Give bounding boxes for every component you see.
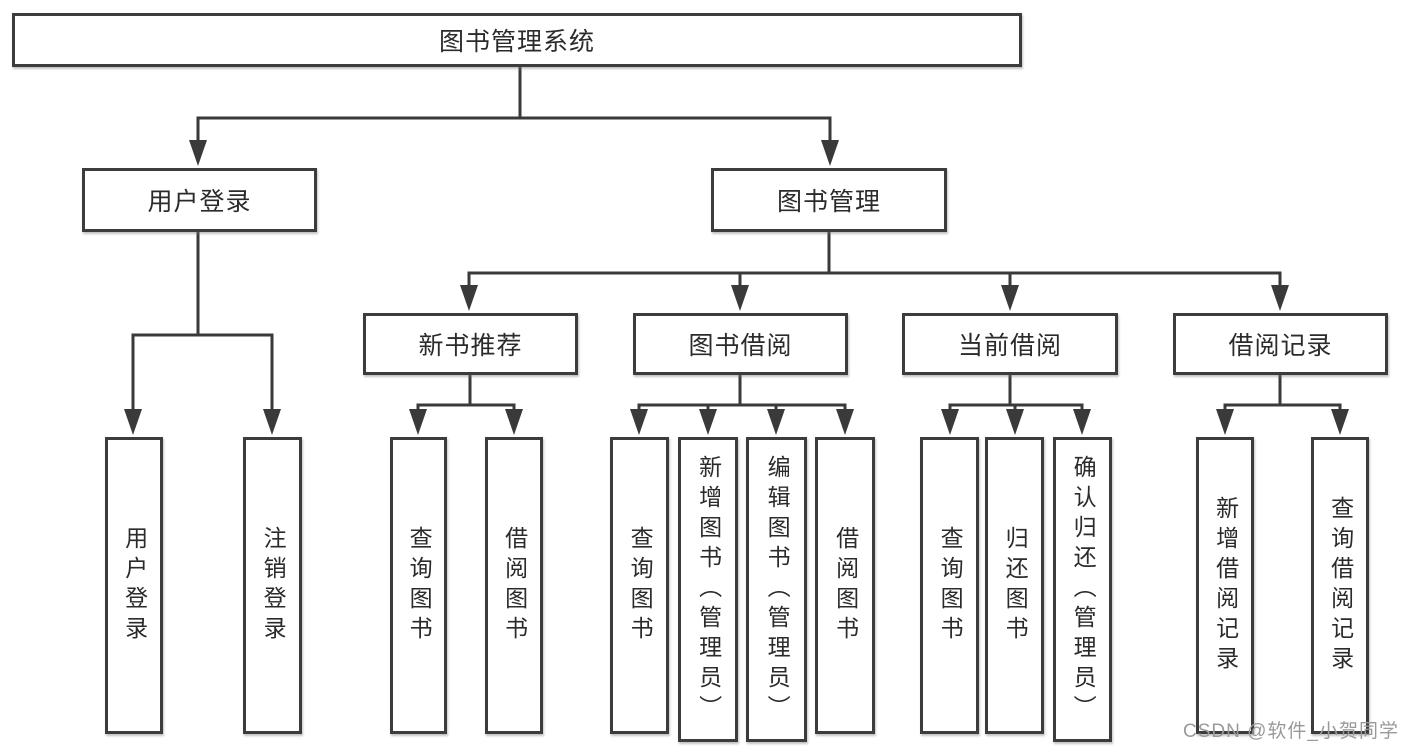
leaf-return-books: 归还图书 (985, 437, 1044, 734)
leaf-borrow-books-label: 借阅图书 (832, 525, 859, 646)
leaf-user-login-label: 用户登录 (121, 525, 148, 646)
leaf-query-books-borrow-label: 查询图书 (627, 525, 654, 646)
node-new-book-recommend-label: 新书推荐 (418, 332, 523, 360)
leaf-query-books-current: 查询图书 (920, 437, 979, 734)
connector-current-children (941, 375, 1091, 435)
node-user-login-label: 用户登录 (147, 188, 252, 216)
leaf-add-books-admin: 新增图书（管理员） (678, 437, 738, 742)
leaf-query-borrow-record: 查询借阅记录 (1311, 437, 1369, 734)
leaf-edit-books-admin-label: 编辑图书（管理员） (764, 454, 791, 725)
leaf-add-borrow-record-label: 新增借阅记录 (1212, 495, 1239, 676)
leaf-logout-label: 注销登录 (260, 525, 287, 646)
node-borrow-record-label: 借阅记录 (1228, 332, 1333, 360)
node-book-management-label: 图书管理 (776, 188, 881, 216)
leaf-logout: 注销登录 (243, 437, 302, 734)
leaf-query-books-current-label: 查询图书 (937, 525, 964, 646)
node-book-borrow-label: 图书借阅 (688, 332, 793, 360)
leaf-edit-books-admin: 编辑图书（管理员） (746, 437, 807, 742)
leaf-query-books-recommend: 查询图书 (390, 437, 447, 734)
node-book-borrow: 图书借阅 (633, 313, 848, 375)
leaf-add-books-admin-label: 新增图书（管理员） (695, 454, 722, 725)
node-book-management: 图书管理 (711, 168, 947, 232)
leaf-return-books-label: 归还图书 (1002, 525, 1029, 646)
node-user-login: 用户登录 (82, 168, 317, 232)
node-root-label: 图书管理系统 (438, 28, 595, 56)
node-borrow-record: 借阅记录 (1173, 313, 1388, 375)
leaf-query-borrow-record-label: 查询借阅记录 (1327, 495, 1354, 676)
connector-new-book-children (409, 375, 523, 435)
connector-record-children (1216, 375, 1349, 435)
connector-book-mgmt-to-level3 (460, 232, 1289, 311)
leaf-borrow-books-recommend: 借阅图书 (485, 437, 543, 734)
node-current-borrow-label: 当前借阅 (957, 332, 1062, 360)
connector-root-to-level2 (189, 67, 839, 166)
leaf-add-borrow-record: 新增借阅记录 (1196, 437, 1254, 734)
leaf-borrow-books: 借阅图书 (815, 437, 875, 734)
leaf-user-login: 用户登录 (105, 437, 163, 734)
node-current-borrow: 当前借阅 (902, 313, 1118, 375)
connector-user-login-children (124, 232, 281, 435)
leaf-query-books-borrow: 查询图书 (610, 437, 669, 734)
leaf-query-books-recommend-label: 查询图书 (406, 525, 433, 646)
leaf-confirm-return-admin-label: 确认归还（管理员） (1070, 454, 1097, 725)
watermark: CSDN @软件_小贺同学 (1183, 721, 1399, 742)
leaf-confirm-return-admin: 确认归还（管理员） (1053, 437, 1112, 742)
node-root: 图书管理系统 (12, 13, 1022, 67)
connector-borrow-children (630, 375, 854, 435)
node-new-book-recommend: 新书推荐 (363, 313, 578, 375)
leaf-borrow-books-recommend-label: 借阅图书 (501, 525, 528, 646)
